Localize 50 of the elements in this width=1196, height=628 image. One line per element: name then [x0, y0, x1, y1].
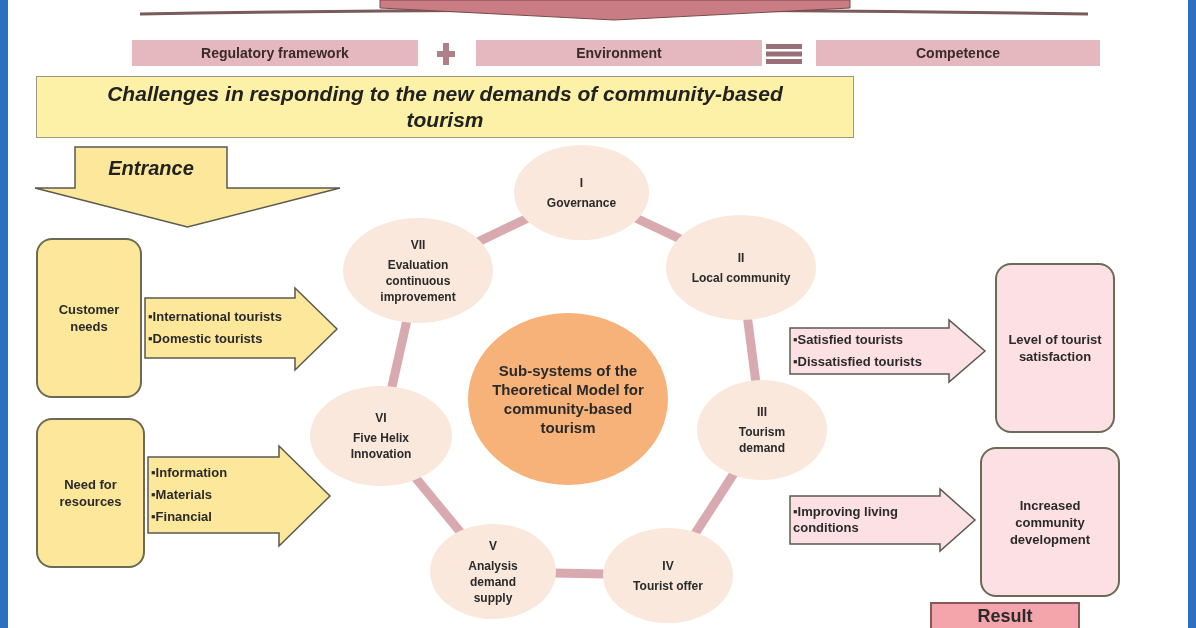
arrow-label: ▪Satisfied tourists	[793, 332, 905, 348]
roman-numeral: IV	[662, 557, 674, 574]
arrow-label: ▪Materials	[151, 487, 213, 503]
box-label: Customer needs	[57, 301, 121, 335]
arrow-label: ▪Financial	[151, 509, 213, 525]
challenge-title: Challenges in responding to the new demands of community-based tourism	[106, 81, 784, 133]
roman-numeral: V	[489, 537, 497, 554]
arrow-label: ▪Information	[151, 465, 229, 481]
subsystem-label: Tourist offer	[633, 577, 703, 594]
roman-numeral: VI	[375, 410, 387, 426]
subsystem-label: Analysis demand supply	[467, 557, 519, 606]
box-label: Need for resources	[58, 476, 123, 510]
subsystem-label: Five Helix Innovation	[349, 430, 413, 462]
box-label: Level of tourist satisfaction	[1007, 331, 1103, 365]
arrow-label: ▪Dissatisfied tourists	[793, 354, 923, 370]
ring-connector	[476, 214, 530, 246]
block-arrow	[789, 487, 977, 553]
arrow-label: Entrance	[108, 155, 194, 181]
block-arrow	[789, 318, 987, 384]
roman-numeral: VII	[410, 236, 426, 253]
input-box	[36, 418, 145, 568]
arrow-label: ▪International tourists	[148, 309, 283, 325]
result-label: Result	[977, 605, 1033, 627]
arrow-label: ▪Improving living conditions	[793, 504, 899, 536]
ring-connector	[633, 213, 683, 244]
factor-bar	[816, 40, 1100, 66]
subsystem-label: Evaluation continuous improvement	[379, 256, 457, 305]
subsystem-label: Governance	[546, 194, 617, 211]
arrow-label: ▪Domestic tourists	[148, 331, 264, 347]
challenge-banner	[36, 76, 854, 138]
factor-label: Regulatory framework	[201, 43, 349, 63]
roman-numeral: I	[579, 174, 584, 191]
ring-connector	[743, 317, 761, 383]
subsystem-label: Local community	[691, 269, 791, 286]
center-label: Sub-systems of the Theoretical Model for community-based tourism	[492, 361, 644, 437]
box-label: Increased community development	[1008, 496, 1092, 548]
block-arrow	[147, 444, 332, 548]
roman-numeral: II	[737, 249, 745, 266]
input-box	[36, 238, 142, 398]
outcome-box	[980, 447, 1120, 597]
block-arrow	[34, 146, 341, 228]
outcome-box	[995, 263, 1115, 433]
factor-bar	[476, 40, 762, 66]
block-arrow	[144, 286, 339, 372]
roman-numeral: III	[757, 404, 767, 420]
factor-label: Environment	[576, 43, 662, 63]
factor-label: Competence	[916, 43, 1000, 63]
subsystem-label: Tourism demand	[737, 424, 787, 456]
result-box	[930, 602, 1080, 628]
factor-bar	[132, 40, 418, 66]
